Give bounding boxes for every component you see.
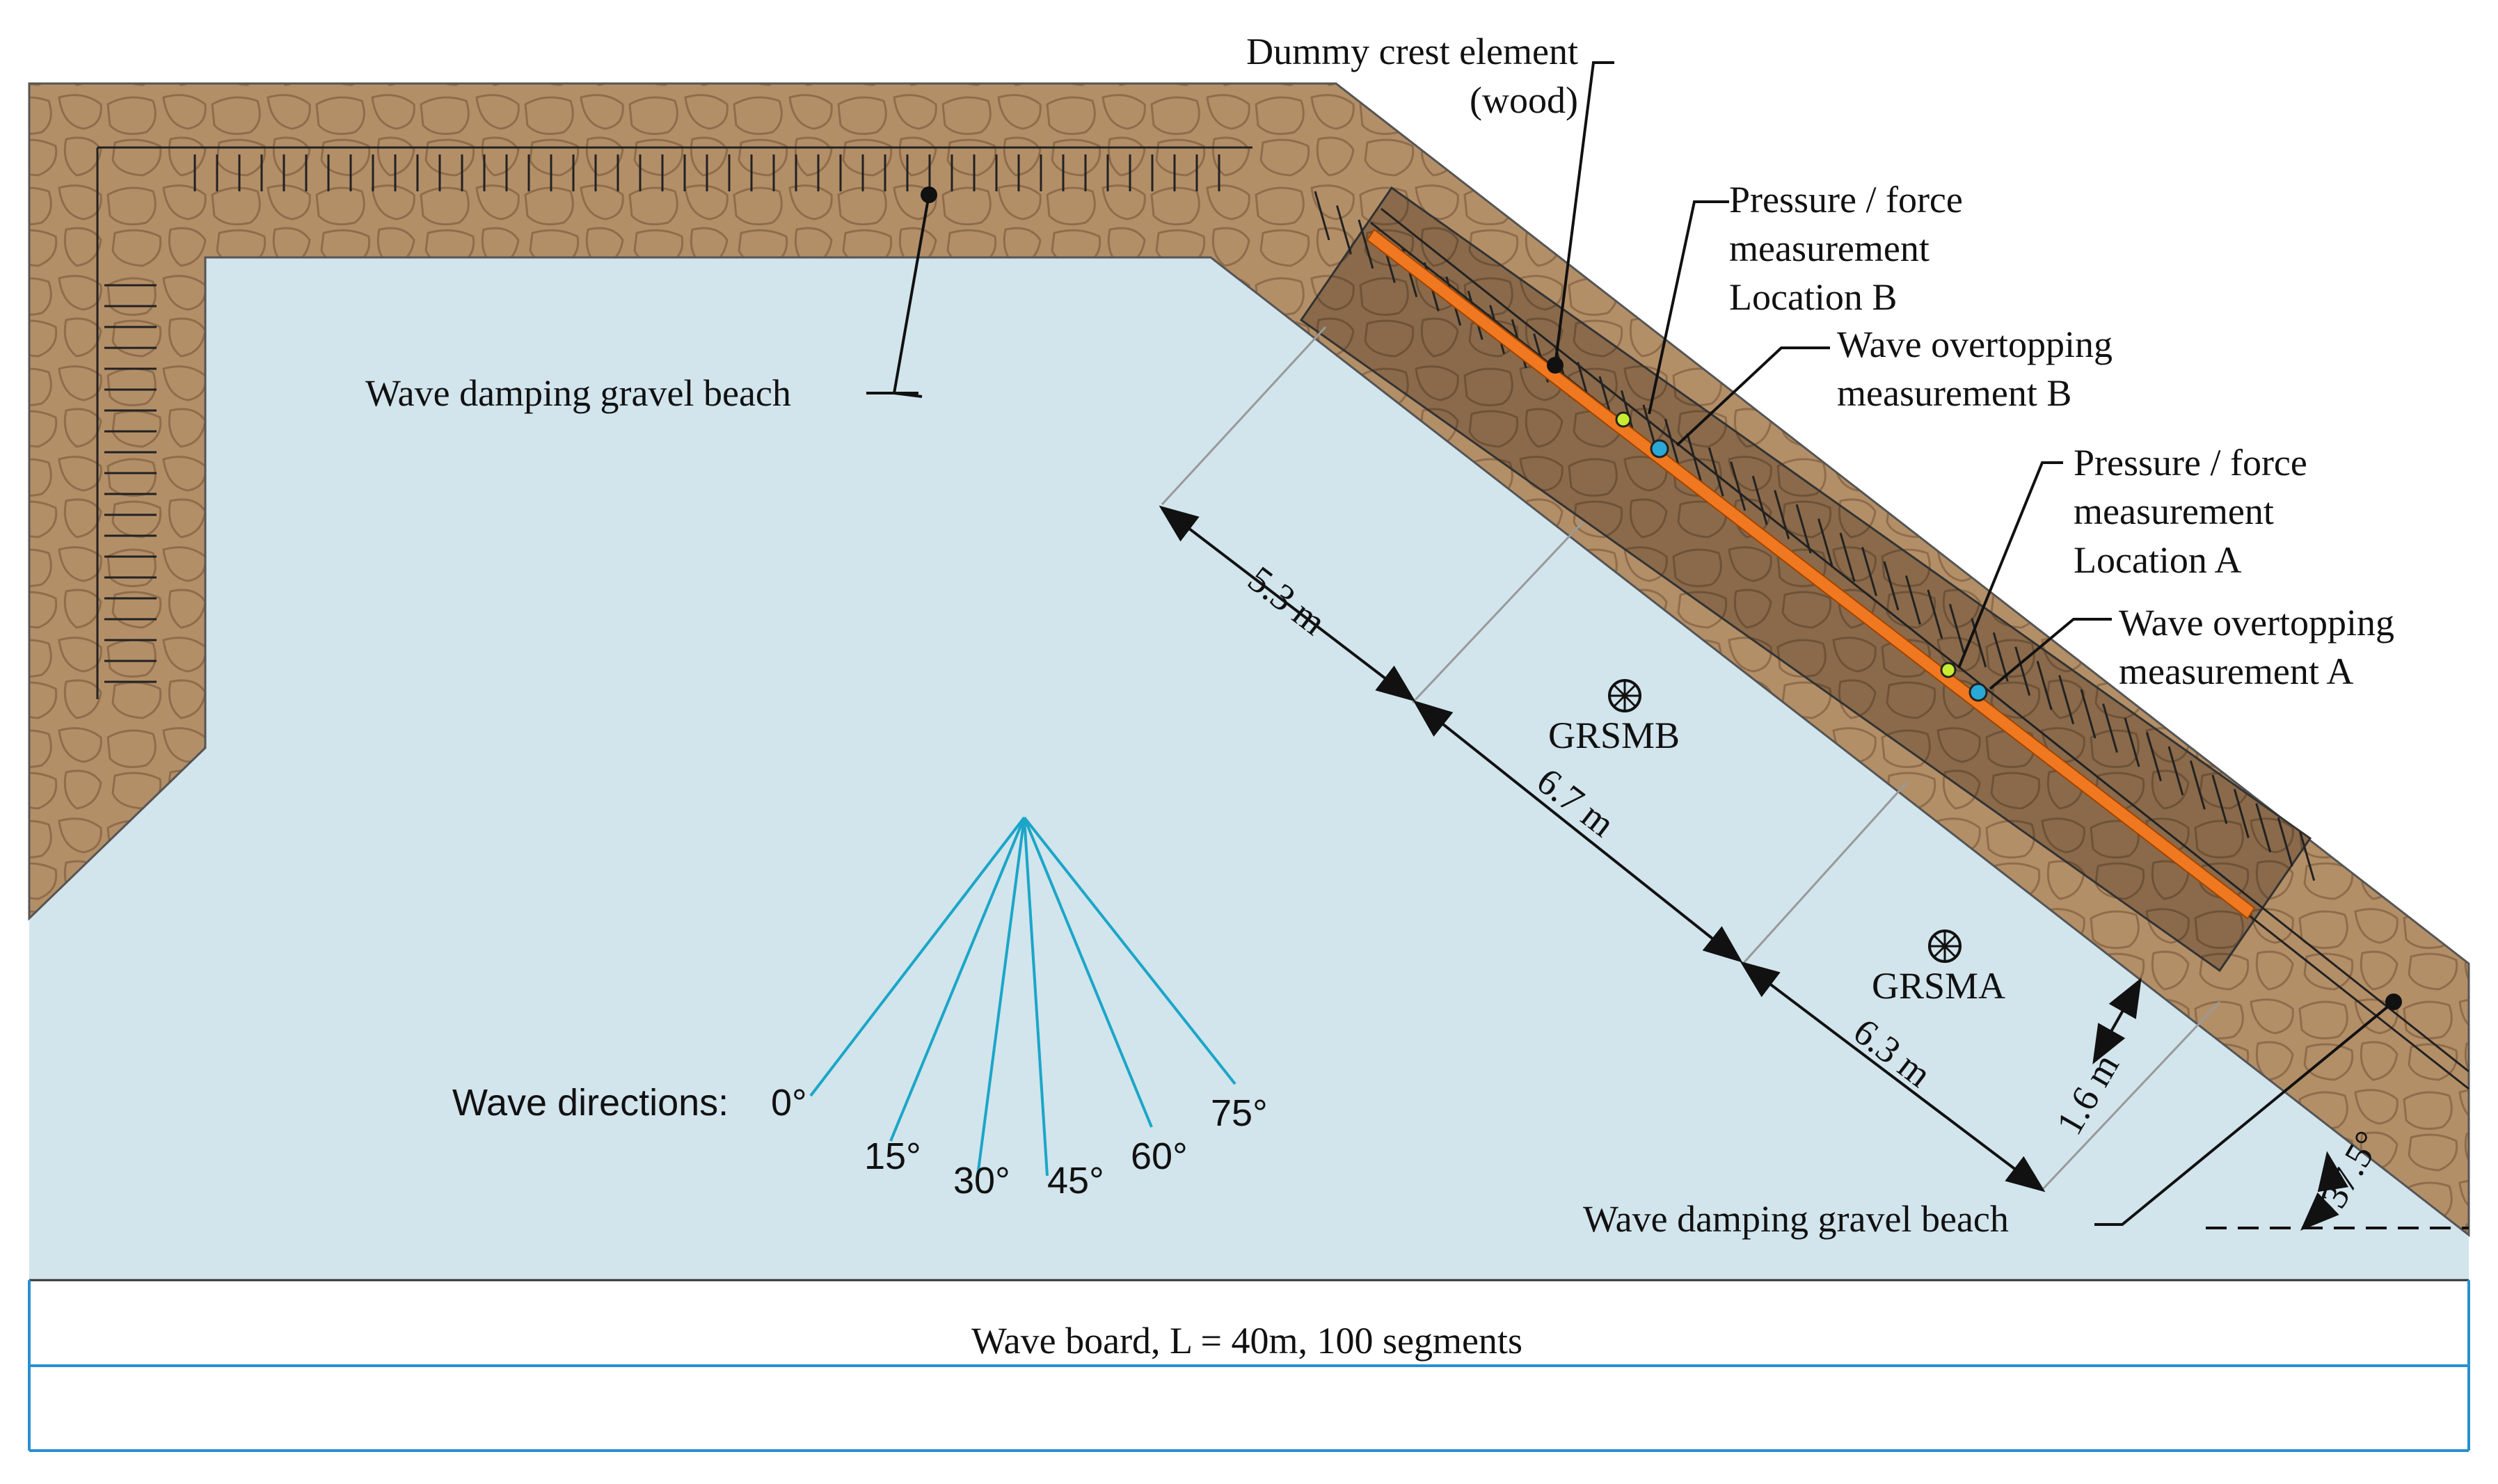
grsma-label: GRSMA <box>1872 965 2005 1007</box>
grsma-gauge: GRSMA <box>1872 930 2005 1007</box>
sensor-a <box>1940 662 1988 702</box>
overtopping-a-label-2: measurement A <box>2119 651 2353 692</box>
dimension-arrows <box>1159 505 2349 1231</box>
wave-direction-line <box>809 816 1026 1097</box>
sensor-b <box>1615 411 1669 458</box>
overtopping-a-label-1: Wave overtopping <box>2119 602 2394 644</box>
wave-direction-line <box>1023 817 1049 1176</box>
direction-0: 0° <box>771 1082 807 1124</box>
basin <box>28 82 2470 1458</box>
crest-element-strip <box>1366 228 2256 920</box>
pressure-b-label-3: Location B <box>1729 276 1897 318</box>
wave-direction-line <box>889 817 1026 1142</box>
wave-direction-fan <box>809 816 1236 1176</box>
pressure-a-label-2: measurement <box>2074 490 2274 532</box>
callout-leaders <box>892 61 2395 1226</box>
gravel-beach-bottom-label: Wave damping gravel beach <box>1583 1198 2009 1240</box>
pressure-a-label-3: Location A <box>2074 539 2241 581</box>
grsmb-gauge: GRSMB <box>1548 679 1680 756</box>
direction-60: 60° <box>1131 1135 1188 1177</box>
overtopping-b-label-1: Wave overtopping <box>1837 324 2113 365</box>
grsmb-label: GRSMB <box>1548 715 1680 756</box>
direction-15: 15° <box>864 1135 921 1177</box>
section-guides <box>1161 326 2221 1191</box>
wave-directions-label: Wave directions: <box>452 1082 729 1124</box>
wave-direction-line <box>1023 816 1236 1085</box>
wave-direction-line <box>976 817 1026 1176</box>
direction-30: 30° <box>953 1160 1010 1202</box>
callout-dots <box>921 186 2402 1010</box>
gravel-beach-top-label: Wave damping gravel beach <box>365 372 791 414</box>
dummy-crest-label-2: (wood) <box>1470 79 1578 121</box>
pressure-b-label-2: measurement <box>1729 228 1930 269</box>
pressure-b-label-1: Pressure / force <box>1729 179 1963 221</box>
left-beach-ticks <box>104 284 157 683</box>
top-beach-hatch <box>96 146 1252 699</box>
direction-45: 45° <box>1047 1160 1104 1202</box>
top-beach-ticks <box>193 154 1220 191</box>
direction-75: 75° <box>1211 1092 1268 1134</box>
dummy-crest-label-1: Dummy crest element <box>1246 31 1578 72</box>
wave-direction-line <box>1023 817 1153 1128</box>
wave-board: Wave board, L = 40m, 100 segments <box>28 1279 2470 1452</box>
pressure-a-label-1: Pressure / force <box>2074 442 2307 484</box>
wave-board-label: Wave board, L = 40m, 100 segments <box>971 1320 1522 1362</box>
overtopping-b-label-2: measurement B <box>1837 372 2071 414</box>
